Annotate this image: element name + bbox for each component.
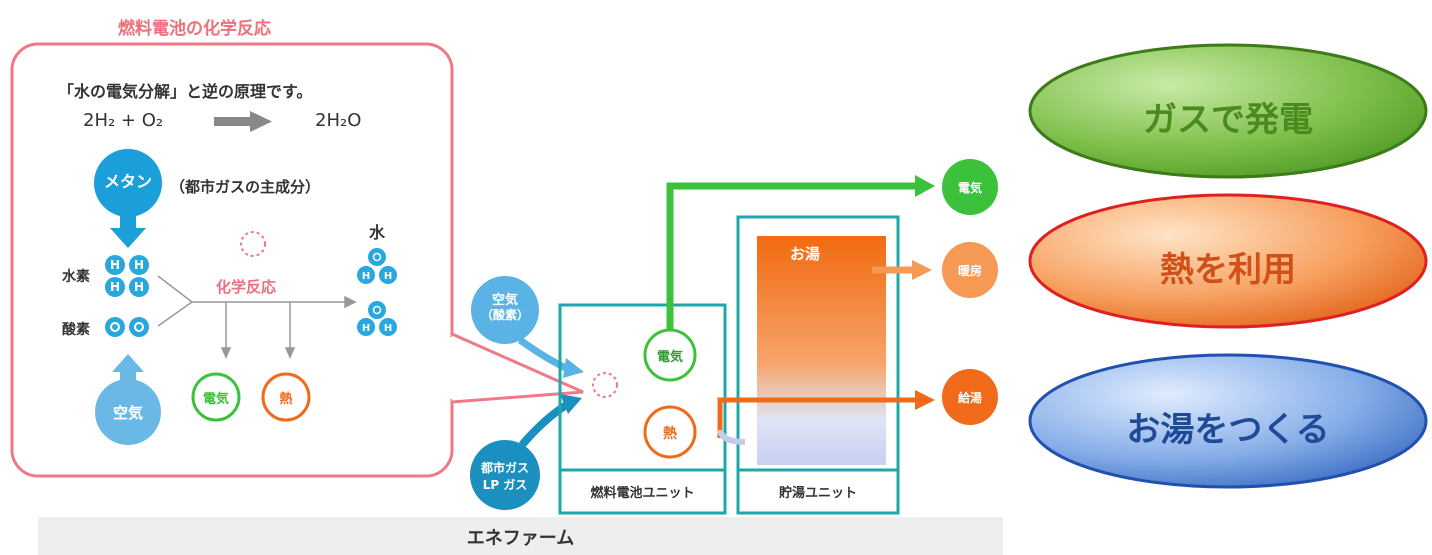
output-heating-label: 暖房: [957, 264, 982, 278]
electricity-circle-unit: [643, 328, 697, 382]
air-input-line1: 空気: [491, 293, 518, 308]
hydrogen-molecules: [105, 255, 149, 297]
water-label: 水: [369, 223, 386, 242]
hydrogen-label: 水素: [62, 269, 90, 285]
gas-input-line2: LP ガス: [482, 478, 528, 492]
air-circle-in-box: [95, 379, 161, 445]
electricity-output-line: [666, 182, 920, 330]
methane-note: （都市ガスの主成分）: [170, 178, 321, 196]
reaction-label: 化学反応: [216, 278, 277, 296]
svg-text:H: H: [362, 271, 370, 282]
svg-text:H: H: [134, 280, 144, 294]
badge-hotwater-ellipse: [1028, 353, 1428, 489]
air-label-in-box: 空気: [112, 404, 143, 422]
heat-circle-unit: [643, 405, 697, 459]
equation-rhs: 2H₂O: [315, 110, 362, 131]
storage-unit-label: 貯湯ユニット: [778, 486, 857, 501]
output-electricity-label: 電気: [957, 181, 982, 195]
output-electricity-circle: [942, 159, 998, 215]
methane-circle: [94, 149, 162, 217]
output-hot-water-label: 給湯: [957, 391, 982, 405]
output-heating-circle: [942, 242, 998, 298]
badge-heat-ellipse: [1028, 193, 1428, 329]
air-input-circle: [471, 276, 539, 344]
heat-label-unit: 熱: [663, 426, 677, 442]
svg-text:H: H: [134, 258, 144, 272]
badge-heat-label: 熱を利用: [1160, 250, 1296, 290]
badge-generate-ellipse: [1028, 43, 1428, 179]
air-input-line2: （酸素）: [480, 308, 529, 322]
heat-output-line: [717, 397, 920, 438]
enefarm-bar: [38, 517, 1003, 555]
svg-text:H: H: [384, 323, 392, 334]
storage-unit-box: [736, 215, 900, 515]
chemistry-title: 燃料電池の化学反応: [118, 19, 271, 39]
output-hot-water-circle: [942, 369, 998, 425]
heat-circle-box: [261, 372, 311, 422]
principle-text: 「水の電気分解」と逆の原理です。: [58, 82, 313, 101]
oxygen-label: 酸素: [62, 322, 90, 338]
heat-label-box: 熱: [279, 392, 293, 407]
electricity-label-box: 電気: [202, 392, 229, 407]
svg-text:H: H: [362, 323, 370, 334]
gas-input-line1: 都市ガス: [480, 461, 529, 475]
methane-label: メタン: [103, 172, 152, 191]
oxygen-molecules: [105, 317, 149, 337]
callout-pointer: [451, 332, 584, 404]
badge-generate-label: ガスで発電: [1143, 100, 1313, 140]
equation-arrow: [214, 111, 272, 132]
enefarm-label: エネファーム: [466, 528, 575, 549]
reaction-dashed-circle: [240, 231, 266, 257]
fuel-cell-unit-label: 燃料電池ユニット: [590, 486, 695, 501]
hot-water-tank: [757, 236, 886, 465]
electricity-label-unit: 電気: [656, 350, 683, 365]
equation-lhs: 2H₂ + O₂: [83, 110, 164, 131]
fuel-cell-unit-box: [558, 303, 727, 515]
svg-text:H: H: [110, 280, 120, 294]
svg-text:H: H: [384, 271, 392, 282]
water-molecules: [357, 248, 397, 336]
hot-water-label: お湯: [790, 245, 821, 263]
electricity-circle-box: [191, 372, 241, 422]
fuel-cell-dashed-circle: [592, 372, 618, 398]
svg-text:H: H: [110, 258, 120, 272]
badge-hotwater-label: お湯をつくる: [1126, 410, 1330, 450]
gas-input-circle: [470, 440, 540, 510]
